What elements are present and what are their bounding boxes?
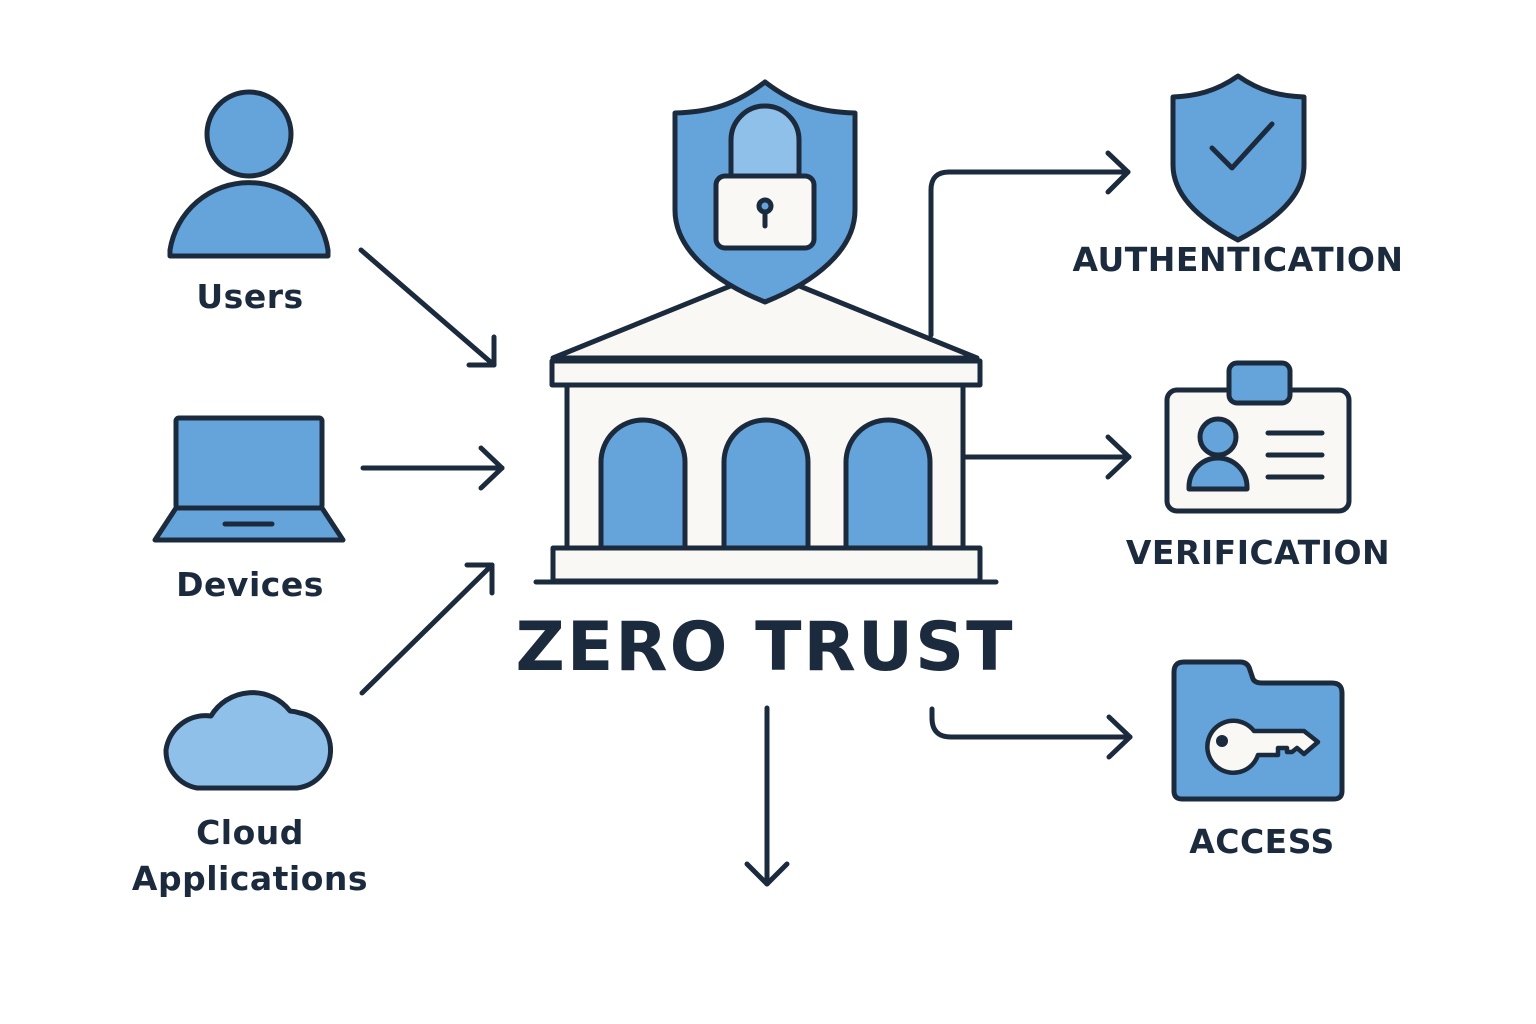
arrow-users-to-center [358,247,497,368]
output-label-authentication: AUTHENTICATION [1072,240,1404,279]
user-icon [167,89,331,259]
output-label-access: ACCESS [1189,822,1335,861]
cloud-icon [163,690,334,791]
input-label-cloud: Cloud Applications [100,810,400,902]
center-title: ZERO TRUST [515,608,1015,687]
input-label-cloud-line1: Cloud [196,813,304,852]
input-label-cloud-line2: Applications [131,859,369,898]
arrow-center-down [744,705,790,887]
arrow-center-to-access [929,706,1133,760]
bank-building-icon [533,269,999,585]
id-badge-icon [1164,360,1352,514]
input-label-devices: Devices [176,565,324,604]
arrow-devices-to-center [360,445,505,491]
input-label-users: Users [196,277,304,316]
laptop-icon [152,415,346,543]
folder-key-icon [1171,659,1345,802]
output-label-verification: VERIFICATION [1125,533,1391,572]
arrow-center-to-authentication [928,150,1131,338]
shield-check-icon [1170,73,1307,243]
shield-lock-icon [672,79,858,305]
arrow-center-to-verification [962,434,1132,480]
arrow-cloud-to-center [359,562,495,696]
